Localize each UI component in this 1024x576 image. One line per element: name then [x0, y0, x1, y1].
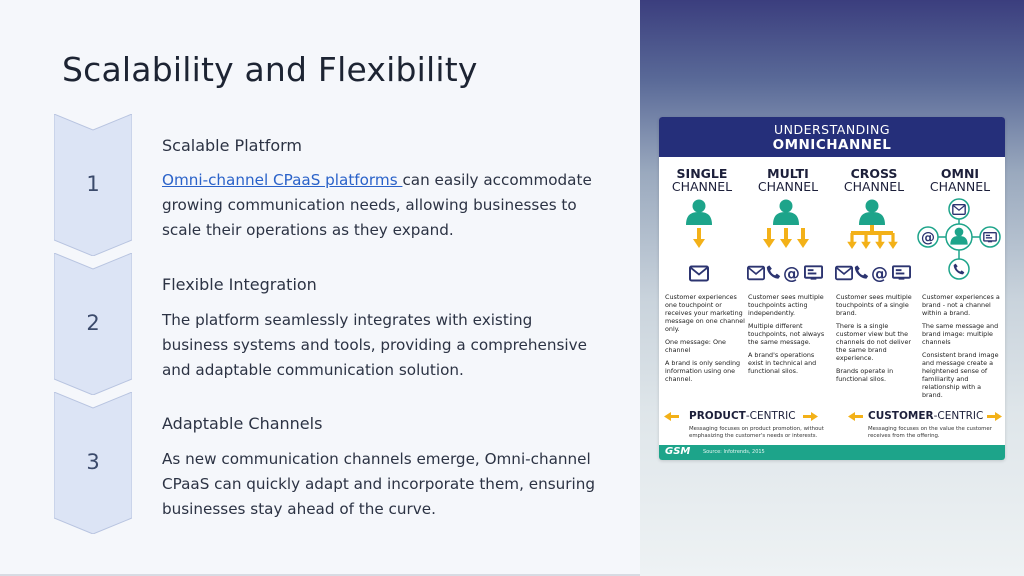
product-centric-label: PRODUCT-CENTRIC	[689, 410, 796, 422]
svg-text:@: @	[783, 264, 800, 284]
cross-channel-icons: @	[835, 199, 911, 284]
left-arrow-icon	[664, 412, 679, 421]
gsm-logo: GSM	[665, 446, 691, 457]
step-badge-3: 3	[54, 392, 132, 534]
customer-centric-description: Messaging focuses on the value the custo…	[868, 426, 992, 439]
channel-diagram: @ @ @	[686, 198, 1001, 284]
column-heading-bold: CROSS	[850, 166, 898, 181]
column-heading-rest: CHANNEL	[757, 179, 819, 194]
column-heading-multi: MULTI CHANNEL	[745, 167, 831, 193]
centric-rest: -CENTRIC	[745, 410, 796, 422]
step-title-adaptable-channels: Adaptable Channels	[162, 414, 323, 433]
column-heading-bold: OMNI	[940, 166, 980, 181]
left-arrow-icon	[848, 412, 863, 421]
omnichannel-infographic: UNDERSTANDING OMNICHANNEL SINGLE CHANNEL…	[659, 117, 1005, 460]
step-body-text: can easily accommodate growing communica…	[162, 171, 592, 239]
step-title-flexible-integration: Flexible Integration	[162, 275, 317, 294]
column-heading-bold: SINGLE	[676, 166, 728, 181]
svg-text:@: @	[871, 264, 888, 284]
slide-title: Scalability and Flexibility	[62, 50, 478, 89]
column-heading-single: SINGLE CHANNEL	[659, 167, 745, 193]
centric-arrows	[664, 412, 1002, 421]
column-paragraph: Customer sees multiple touchpoints actin…	[748, 293, 824, 317]
cpaas-platforms-link[interactable]: Omni-channel CPaaS platforms	[162, 171, 403, 189]
column-paragraph: Consistent brand image and message creat…	[922, 351, 999, 399]
centric-rest: -CENTRIC	[933, 410, 984, 422]
column-heading-bold: MULTI	[767, 166, 809, 181]
column-paragraph: Customer experiences a brand - not a cha…	[922, 293, 1000, 317]
step-badge-2: 2	[54, 253, 132, 395]
column-text-omni: Customer experiences a brand - not a cha…	[922, 293, 1002, 404]
svg-text:@: @	[921, 230, 935, 246]
step-badge-1: 1	[54, 114, 132, 256]
column-text-multi: Customer sees multiple touchpoints actin…	[748, 293, 828, 380]
centric-bold: PRODUCT	[689, 410, 746, 422]
infographic-header-line1: UNDERSTANDING	[773, 122, 891, 137]
footer-source: Source: Infotrends, 2015	[703, 449, 765, 455]
customer-centric-label: CUSTOMER-CENTRIC	[868, 410, 983, 422]
column-heading-cross: CROSS CHANNEL	[831, 167, 917, 193]
step-number: 2	[86, 311, 100, 335]
column-paragraph: The same message and brand image: multip…	[922, 322, 999, 346]
column-paragraph: Customer sees multiple touchpoints of a …	[836, 293, 912, 317]
content-panel: Scalability and Flexibility 1 Scalable P…	[0, 50, 640, 576]
infographic-header-line2: OMNICHANNEL	[772, 137, 892, 153]
product-centric-description: Messaging focuses on product promotion, …	[689, 426, 824, 439]
column-paragraph: Customer experiences one touchpoint or r…	[665, 293, 745, 333]
step-body-adaptable-channels: As new communication channels emerge, Om…	[162, 450, 595, 518]
step-title-scalable-platform: Scalable Platform	[162, 136, 303, 155]
omni-channel-icons: @	[917, 198, 1001, 280]
column-heading-rest: CHANNEL	[843, 179, 905, 194]
divider	[0, 574, 640, 576]
column-text-cross: Customer sees multiple touchpoints of a …	[836, 293, 916, 388]
step-number: 3	[86, 450, 100, 474]
step-number: 1	[86, 172, 100, 196]
column-heading-rest: CHANNEL	[671, 179, 733, 194]
infographic-header: UNDERSTANDING OMNICHANNEL	[659, 117, 1005, 157]
column-paragraph: One message: One channel	[665, 338, 726, 354]
column-heading-omni: OMNI CHANNEL	[917, 167, 1003, 193]
single-channel-icons	[686, 199, 712, 282]
column-paragraph: A brand is only sending information usin…	[665, 359, 741, 383]
right-arrow-icon	[987, 412, 1002, 421]
column-paragraph: A brand's operations exist in technical …	[748, 351, 817, 375]
column-paragraph: Brands operate in functional silos.	[836, 367, 894, 383]
column-text-single: Customer experiences one touchpoint or r…	[665, 293, 745, 388]
step-body-flexible-integration: The platform seamlessly integrates with …	[162, 311, 587, 379]
step-body-scalable-platform: Omni-channel CPaaS platforms can easily …	[162, 168, 602, 243]
infographic-footer: GSM Source: Infotrends, 2015	[659, 445, 1005, 460]
column-heading-rest: CHANNEL	[929, 179, 991, 194]
right-arrow-icon	[803, 412, 818, 421]
column-paragraph: There is a single customer view but the …	[836, 322, 912, 362]
column-paragraph: Multiple different touchpoints, not alwa…	[748, 322, 825, 346]
multi-channel-icons: @	[747, 199, 823, 284]
centric-bold: CUSTOMER	[868, 410, 934, 422]
